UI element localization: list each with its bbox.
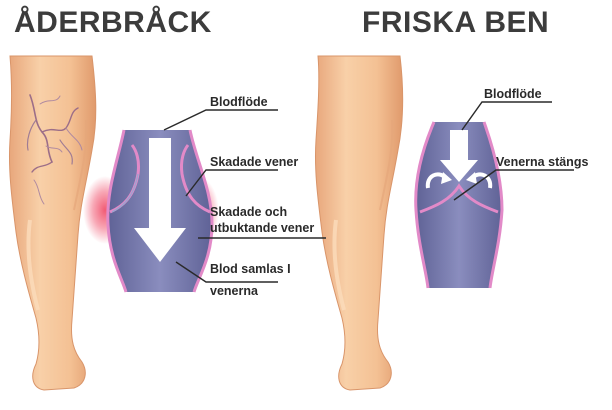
- title-varicose: ÅDERBRÅCK: [14, 6, 212, 39]
- varicose-veins-icon: [26, 94, 83, 205]
- leader-lines: [163, 101, 574, 283]
- label-bulging-line1: Skadade och: [210, 205, 288, 219]
- title-healthy-legs: FRISKA BEN: [362, 6, 550, 39]
- damaged-vein: [83, 129, 219, 293]
- label-bulging-line2: utbuktande vener: [210, 221, 315, 235]
- label-pooling-line1: Blod samlas I: [210, 262, 291, 276]
- label-veins-close: Venerna stängs: [496, 155, 589, 169]
- down-arrow-icon: [440, 130, 478, 182]
- healthy-vein: [414, 121, 504, 289]
- right-leg: [314, 55, 404, 391]
- down-arrow-icon: [134, 138, 186, 262]
- left-leg: [8, 55, 97, 391]
- label-blood-flow-left: Blodflöde: [210, 95, 268, 109]
- label-blood-flow-right: Blodflöde: [484, 87, 542, 101]
- label-damaged-veins: Skadade vener: [210, 155, 299, 169]
- label-pooling-line2: venerna: [210, 284, 258, 298]
